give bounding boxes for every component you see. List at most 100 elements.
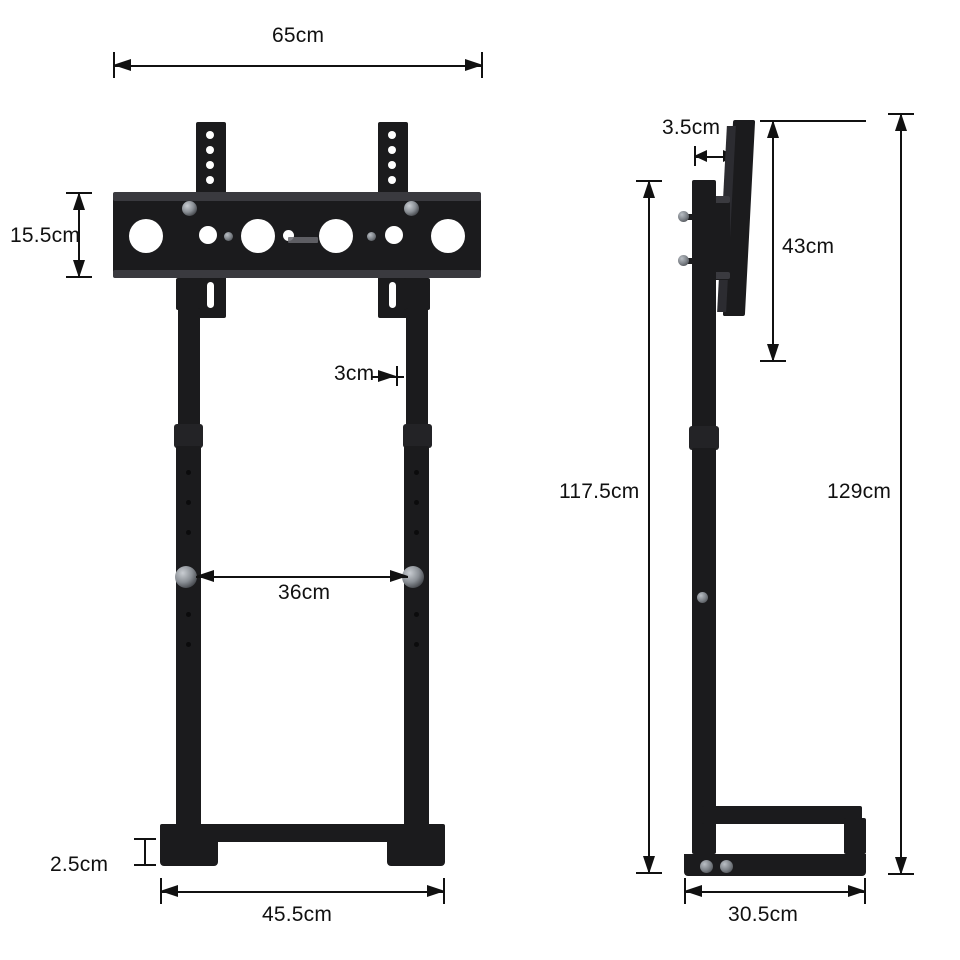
post-hole bbox=[414, 612, 419, 617]
brand-logo bbox=[288, 237, 318, 243]
strip-slot bbox=[389, 282, 396, 308]
strip-hole bbox=[206, 146, 214, 154]
rail-hole bbox=[319, 219, 353, 253]
rail-hole bbox=[129, 219, 163, 253]
dim-line bbox=[113, 65, 483, 67]
base-crossbar bbox=[160, 824, 445, 842]
post-hole bbox=[186, 642, 191, 647]
strip-hole bbox=[388, 146, 396, 154]
post-lower-right bbox=[404, 446, 429, 836]
strip-slot bbox=[207, 282, 214, 308]
dim-base-height-label: 2.5cm bbox=[50, 853, 109, 876]
post-hole bbox=[414, 530, 419, 535]
rail-hole bbox=[431, 219, 465, 253]
side-bolt-head-upper bbox=[678, 211, 689, 222]
dim-plate-height-label: 43cm bbox=[782, 235, 835, 258]
dim-top-width-label: 65cm bbox=[272, 24, 325, 47]
rail-screw bbox=[367, 232, 376, 241]
arrow-right bbox=[848, 885, 866, 897]
arrow-left bbox=[113, 59, 131, 71]
mount-rail bbox=[113, 192, 481, 278]
post-upper-left bbox=[178, 308, 200, 428]
dim-line bbox=[694, 156, 736, 158]
strip-hole bbox=[206, 131, 214, 139]
post-hole bbox=[186, 500, 191, 505]
arrow-down bbox=[643, 856, 655, 874]
dim-base-width-label: 45.5cm bbox=[262, 903, 333, 926]
side-post-upper bbox=[692, 180, 716, 430]
rail-hole bbox=[241, 219, 275, 253]
dim-plate-depth-label: 3.5cm bbox=[662, 116, 721, 139]
rail-screw bbox=[404, 201, 419, 216]
post-lower-left bbox=[176, 446, 201, 836]
arrow-right bbox=[390, 570, 408, 582]
arrow-left bbox=[684, 885, 702, 897]
dim-tick-top bbox=[760, 120, 866, 122]
arrow-right bbox=[378, 370, 396, 382]
arrow-right bbox=[465, 59, 483, 71]
strip-hole bbox=[206, 176, 214, 184]
strip-hole bbox=[388, 176, 396, 184]
post-collar-left bbox=[176, 278, 202, 310]
arrow-up bbox=[767, 120, 779, 138]
rail-hole-small bbox=[385, 226, 403, 244]
rail-hole-small bbox=[199, 226, 217, 244]
post-hole bbox=[414, 500, 419, 505]
side-base-screw bbox=[700, 860, 713, 873]
mount-rail-top-edge bbox=[113, 192, 481, 201]
side-base-rear-foot bbox=[844, 818, 866, 854]
post-hole bbox=[186, 470, 191, 475]
dim-line bbox=[160, 891, 445, 893]
post-hole bbox=[414, 642, 419, 647]
strip-hole bbox=[206, 161, 214, 169]
arrow-left bbox=[196, 570, 214, 582]
post-hole bbox=[414, 470, 419, 475]
rail-screw bbox=[224, 232, 233, 241]
post-hole bbox=[186, 612, 191, 617]
adjust-knob-left bbox=[175, 566, 197, 588]
strip-hole bbox=[388, 161, 396, 169]
arrow-left bbox=[694, 150, 707, 162]
side-bolt-head-lower bbox=[678, 255, 689, 266]
telescope-collar-left bbox=[174, 424, 203, 448]
base-foot-right bbox=[387, 838, 445, 866]
dim-total-height-label: 129cm bbox=[824, 478, 895, 506]
rail-hole-tiny bbox=[283, 230, 294, 241]
dim-tick-right bbox=[396, 366, 398, 386]
telescope-collar-right bbox=[403, 424, 432, 448]
arrow-up bbox=[643, 180, 655, 198]
dim-post-gap-label: 3cm bbox=[334, 362, 375, 385]
dim-line bbox=[684, 891, 866, 893]
arrow-down bbox=[895, 857, 907, 875]
post-collar-right bbox=[404, 278, 430, 310]
adjust-knob-right bbox=[402, 566, 424, 588]
base-foot-left bbox=[160, 838, 218, 866]
side-adjust-knob bbox=[697, 592, 708, 603]
side-telescope-collar bbox=[689, 426, 719, 450]
dim-line bbox=[900, 113, 902, 875]
arrow-up bbox=[895, 113, 907, 131]
post-upper-right bbox=[406, 308, 428, 428]
dim-bracket-height-label: 15.5cm bbox=[10, 224, 81, 247]
arrow-down bbox=[73, 260, 85, 278]
dim-line bbox=[144, 838, 146, 866]
arrow-down bbox=[767, 344, 779, 362]
strip-hole bbox=[388, 131, 396, 139]
dim-line bbox=[196, 576, 408, 578]
dim-post-height-label: 117.5cm bbox=[556, 478, 643, 506]
side-base-screw bbox=[720, 860, 733, 873]
dim-crossbar-span-label: 36cm bbox=[274, 581, 335, 605]
side-post-lower bbox=[692, 448, 716, 854]
mount-rail-bottom-edge bbox=[113, 270, 481, 278]
arrow-up bbox=[73, 192, 85, 210]
dim-line bbox=[648, 180, 650, 874]
dim-line bbox=[772, 120, 774, 362]
dim-tick-top bbox=[134, 838, 156, 840]
dim-base-depth-label: 30.5cm bbox=[728, 903, 799, 926]
side-base-crossbar bbox=[702, 806, 862, 824]
dim-line bbox=[78, 192, 80, 278]
dim-tick-bottom bbox=[134, 864, 156, 866]
rail-screw bbox=[182, 201, 197, 216]
post-hole bbox=[186, 530, 191, 535]
